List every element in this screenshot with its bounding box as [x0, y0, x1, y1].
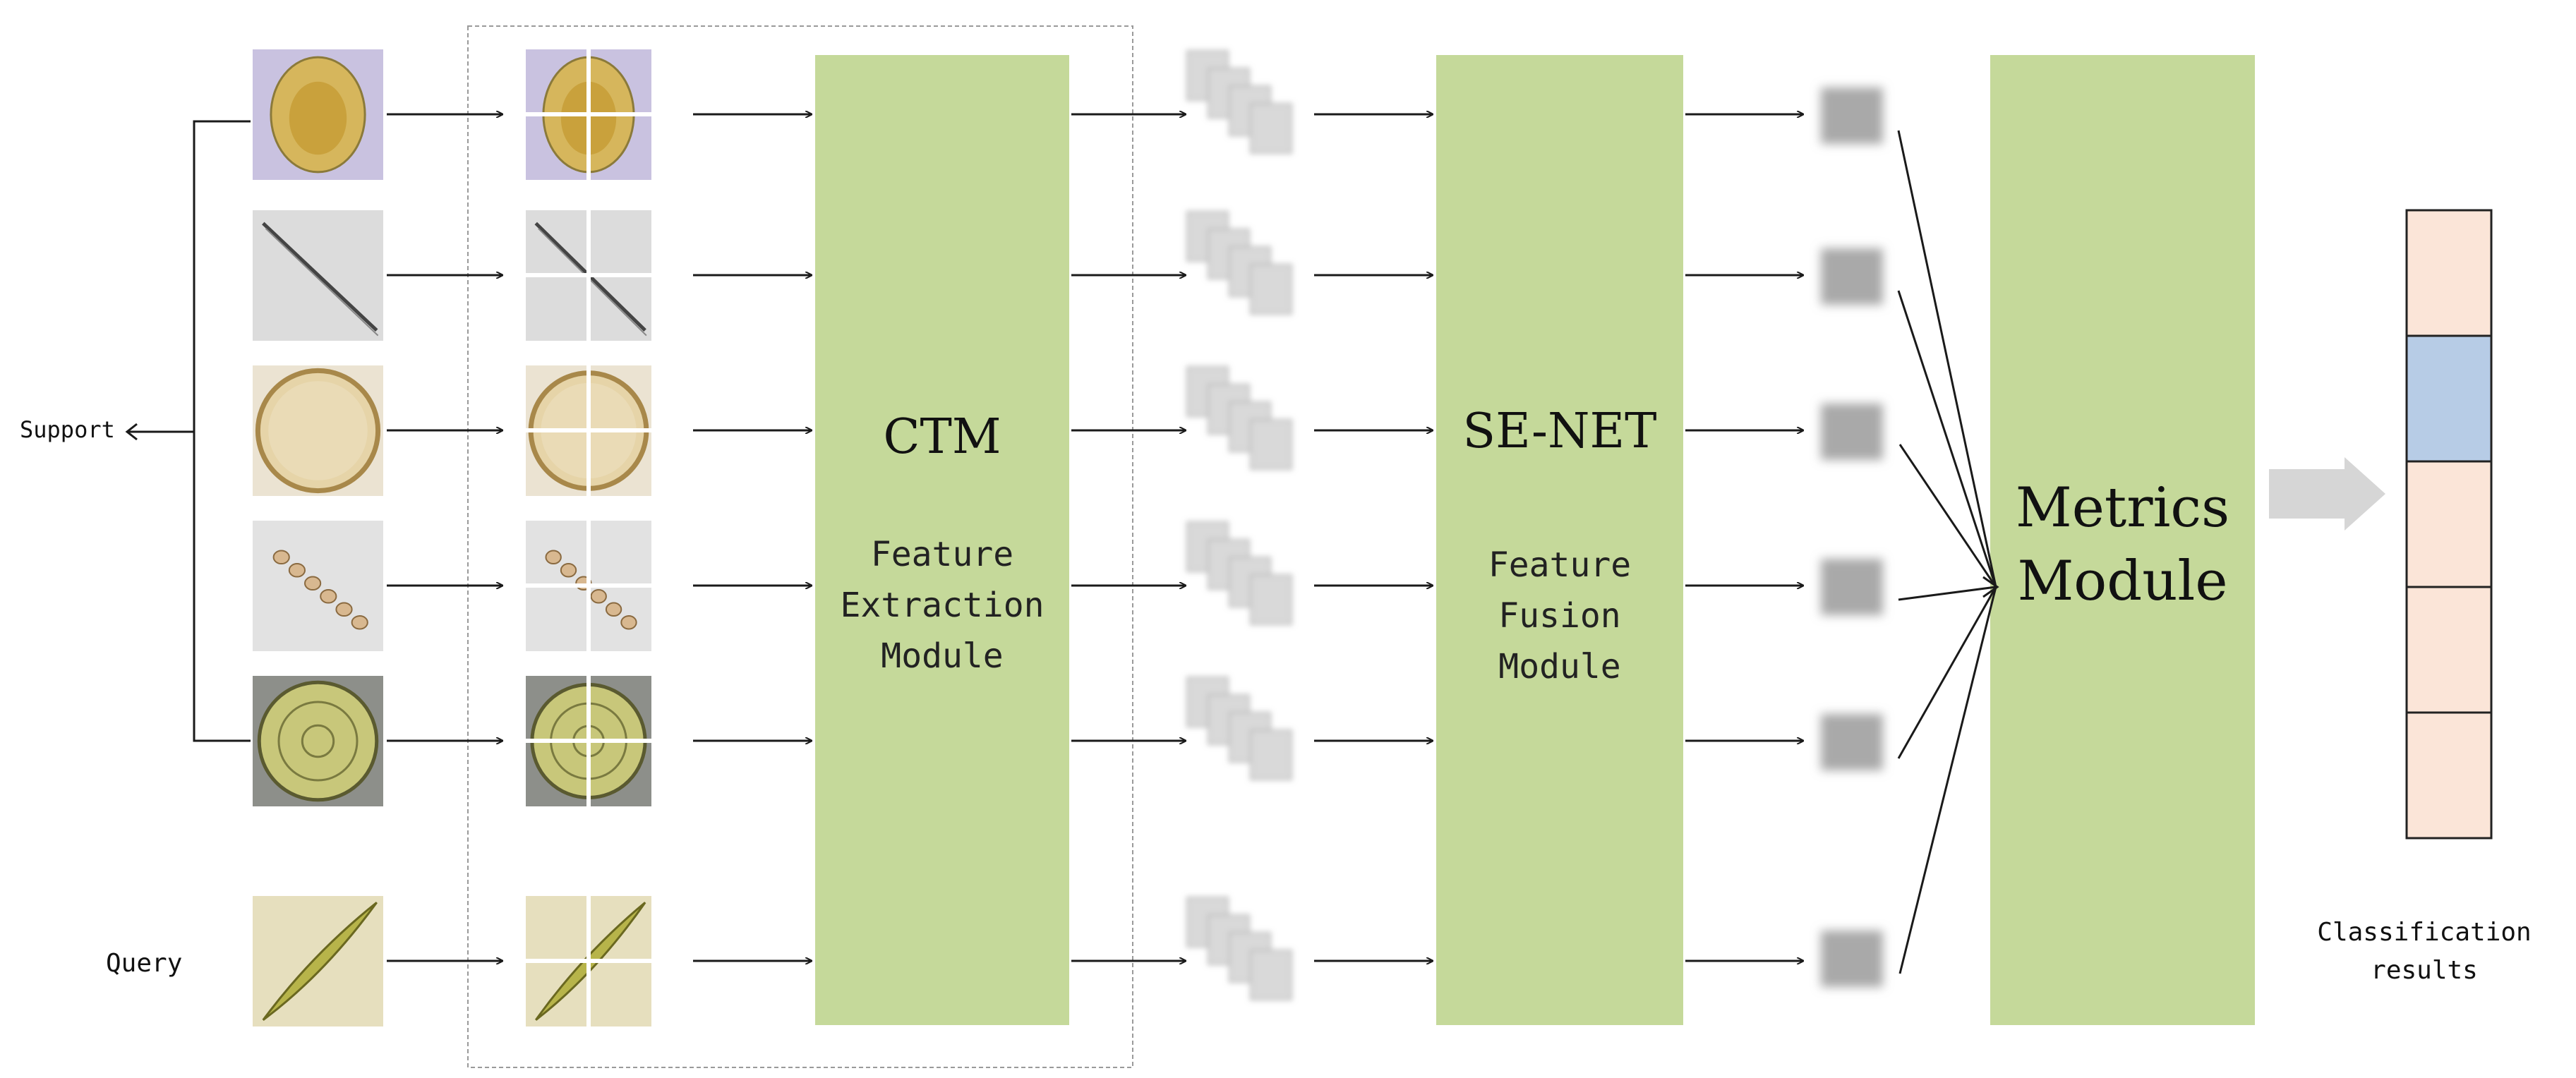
- sample-row-3: [253, 365, 1883, 496]
- sample-row-5: [253, 676, 1883, 806]
- metrics-title: Metrics Module: [2015, 476, 2230, 613]
- convergence-arrowhead: [1982, 576, 1999, 598]
- dashed-enclosure: [467, 25, 1133, 1068]
- classification-result-bar: [2405, 209, 2493, 840]
- green-disc-sample-image: [253, 676, 383, 806]
- convergence-line: [1898, 586, 1997, 974]
- green-disc-cropped-patches: [526, 676, 651, 806]
- convergence-line: [1898, 444, 1997, 588]
- ctm-module-box: [815, 55, 1069, 1025]
- chain-cropped-patches: [526, 521, 651, 651]
- sample-row-1: [253, 49, 1883, 180]
- disc-cropped-patches: [526, 365, 651, 496]
- needle-cropped-patches: [526, 210, 651, 341]
- chain-sample-image: [253, 521, 383, 651]
- round-cell-cropped-patches: [526, 49, 651, 180]
- sample-row-6: [253, 896, 1883, 1026]
- senet-title: SE-NET: [1462, 404, 1657, 459]
- query-label: Query: [106, 949, 183, 978]
- result-cell: [2405, 460, 2493, 588]
- fused-feature-vector: [1821, 559, 1883, 615]
- fused-feature-vector: [1821, 714, 1883, 770]
- spindle-sample-image: [253, 896, 383, 1026]
- result-cell: [2405, 711, 2493, 840]
- result-cell: [2405, 209, 2493, 337]
- ctm-title: CTM: [883, 409, 1001, 465]
- senet-subtitle: Feature Fusion Module: [1488, 545, 1632, 686]
- classification-results-label: Classification results: [2317, 918, 2532, 985]
- ctm-subtitle: Feature Extraction Module: [840, 535, 1045, 676]
- feature-map-stack: [1186, 211, 1292, 315]
- senet-module-box: [1436, 55, 1683, 1025]
- convergence-lines: [1897, 130, 1999, 974]
- sample-row-2: [253, 210, 1883, 341]
- support-bracket: [125, 120, 251, 742]
- disc-sample-image: [253, 365, 383, 496]
- convergence-line: [1897, 586, 1997, 759]
- result-cell: [2405, 586, 2493, 714]
- feature-map-stack: [1186, 521, 1292, 625]
- support-label: Support: [20, 416, 115, 443]
- round-cell-sample-image: [253, 49, 383, 180]
- fused-feature-vector: [1821, 248, 1883, 305]
- feature-map-stack: [1186, 50, 1292, 154]
- fused-feature-vector: [1821, 931, 1883, 987]
- fused-feature-vector: [1821, 87, 1883, 144]
- feature-map-stack: [1186, 677, 1292, 780]
- convergence-line: [1897, 290, 1997, 588]
- feature-map-stack: [1186, 897, 1292, 1000]
- sample-row-4: [253, 521, 1883, 651]
- feature-map-stack: [1186, 366, 1292, 470]
- convergence-line: [1897, 130, 1997, 588]
- needle-sample-image: [253, 210, 383, 341]
- metrics-module-box: [1990, 55, 2255, 1025]
- convergence-line: [1898, 586, 1997, 601]
- spindle-cropped-patches: [526, 896, 651, 1026]
- big-output-arrow: [2269, 457, 2385, 531]
- result-cell: [2405, 334, 2493, 463]
- fused-feature-vector: [1821, 404, 1883, 460]
